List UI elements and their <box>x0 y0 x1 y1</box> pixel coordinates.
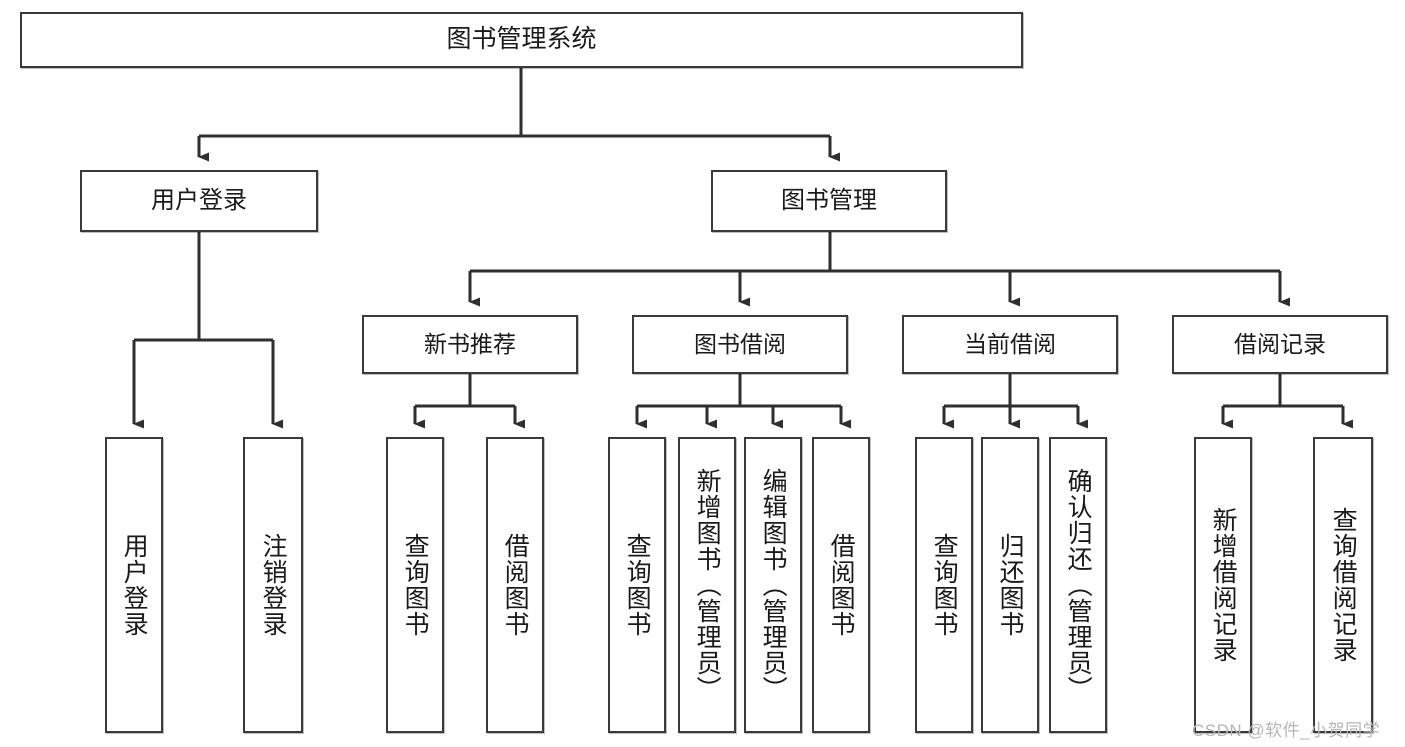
node-leaf-edit-book-admin-label: 编辑图书（管理员） <box>759 468 788 702</box>
node-leaf-borrow-book-1[interactable]: 借阅图书 <box>486 437 544 733</box>
node-leaf-add-book-admin[interactable]: 新增图书（管理员） <box>678 437 736 733</box>
node-current-borrow[interactable]: 当前借阅 <box>902 315 1118 374</box>
csdn-watermark: CSDN @软件_小贺同学 <box>1192 721 1381 740</box>
node-leaf-query-book-3[interactable]: 查询图书 <box>915 437 973 733</box>
node-leaf-confirm-return-admin-label: 确认归还（管理员） <box>1064 468 1093 702</box>
node-book-borrow[interactable]: 图书借阅 <box>632 315 848 374</box>
node-new-book-recommend-label: 新书推荐 <box>424 330 516 357</box>
node-leaf-query-book-1-label: 查询图书 <box>401 533 430 637</box>
node-leaf-add-borrow-record[interactable]: 新增借阅记录 <box>1194 437 1252 733</box>
node-leaf-user-login-label: 用户登录 <box>120 533 149 637</box>
node-leaf-borrow-book-1-label: 借阅图书 <box>501 533 530 637</box>
node-leaf-logout-label: 注销登录 <box>259 533 288 637</box>
node-leaf-query-borrow-record-label: 查询借阅记录 <box>1329 507 1358 663</box>
node-leaf-query-book-1[interactable]: 查询图书 <box>386 437 444 733</box>
node-user-login-label: 用户登录 <box>151 186 247 214</box>
node-leaf-borrow-book-2[interactable]: 借阅图书 <box>812 437 870 733</box>
node-root-label: 图书管理系统 <box>446 25 597 54</box>
node-book-manage-label: 图书管理 <box>781 186 877 214</box>
node-root[interactable]: 图书管理系统 <box>20 12 1023 68</box>
node-user-login[interactable]: 用户登录 <box>80 170 318 232</box>
node-leaf-add-borrow-record-label: 新增借阅记录 <box>1209 507 1238 663</box>
node-book-manage[interactable]: 图书管理 <box>711 170 947 232</box>
node-leaf-query-book-3-label: 查询图书 <box>930 533 959 637</box>
node-leaf-query-borrow-record[interactable]: 查询借阅记录 <box>1313 437 1373 733</box>
node-borrow-record[interactable]: 借阅记录 <box>1172 315 1388 374</box>
node-leaf-logout[interactable]: 注销登录 <box>243 437 303 733</box>
node-leaf-user-login[interactable]: 用户登录 <box>105 437 163 733</box>
node-leaf-edit-book-admin[interactable]: 编辑图书（管理员） <box>744 437 802 733</box>
node-leaf-add-book-admin-label: 新增图书（管理员） <box>693 468 722 702</box>
node-leaf-borrow-book-2-label: 借阅图书 <box>827 533 856 637</box>
node-leaf-query-book-2-label: 查询图书 <box>623 533 652 637</box>
node-new-book-recommend[interactable]: 新书推荐 <box>362 315 578 374</box>
node-current-borrow-label: 当前借阅 <box>964 330 1056 357</box>
node-leaf-return-book-label: 归还图书 <box>996 533 1025 637</box>
node-leaf-confirm-return-admin[interactable]: 确认归还（管理员） <box>1049 437 1107 733</box>
node-book-borrow-label: 图书借阅 <box>694 330 786 357</box>
node-borrow-record-label: 借阅记录 <box>1234 330 1326 357</box>
node-leaf-query-book-2[interactable]: 查询图书 <box>608 437 666 733</box>
node-leaf-return-book[interactable]: 归还图书 <box>981 437 1039 733</box>
